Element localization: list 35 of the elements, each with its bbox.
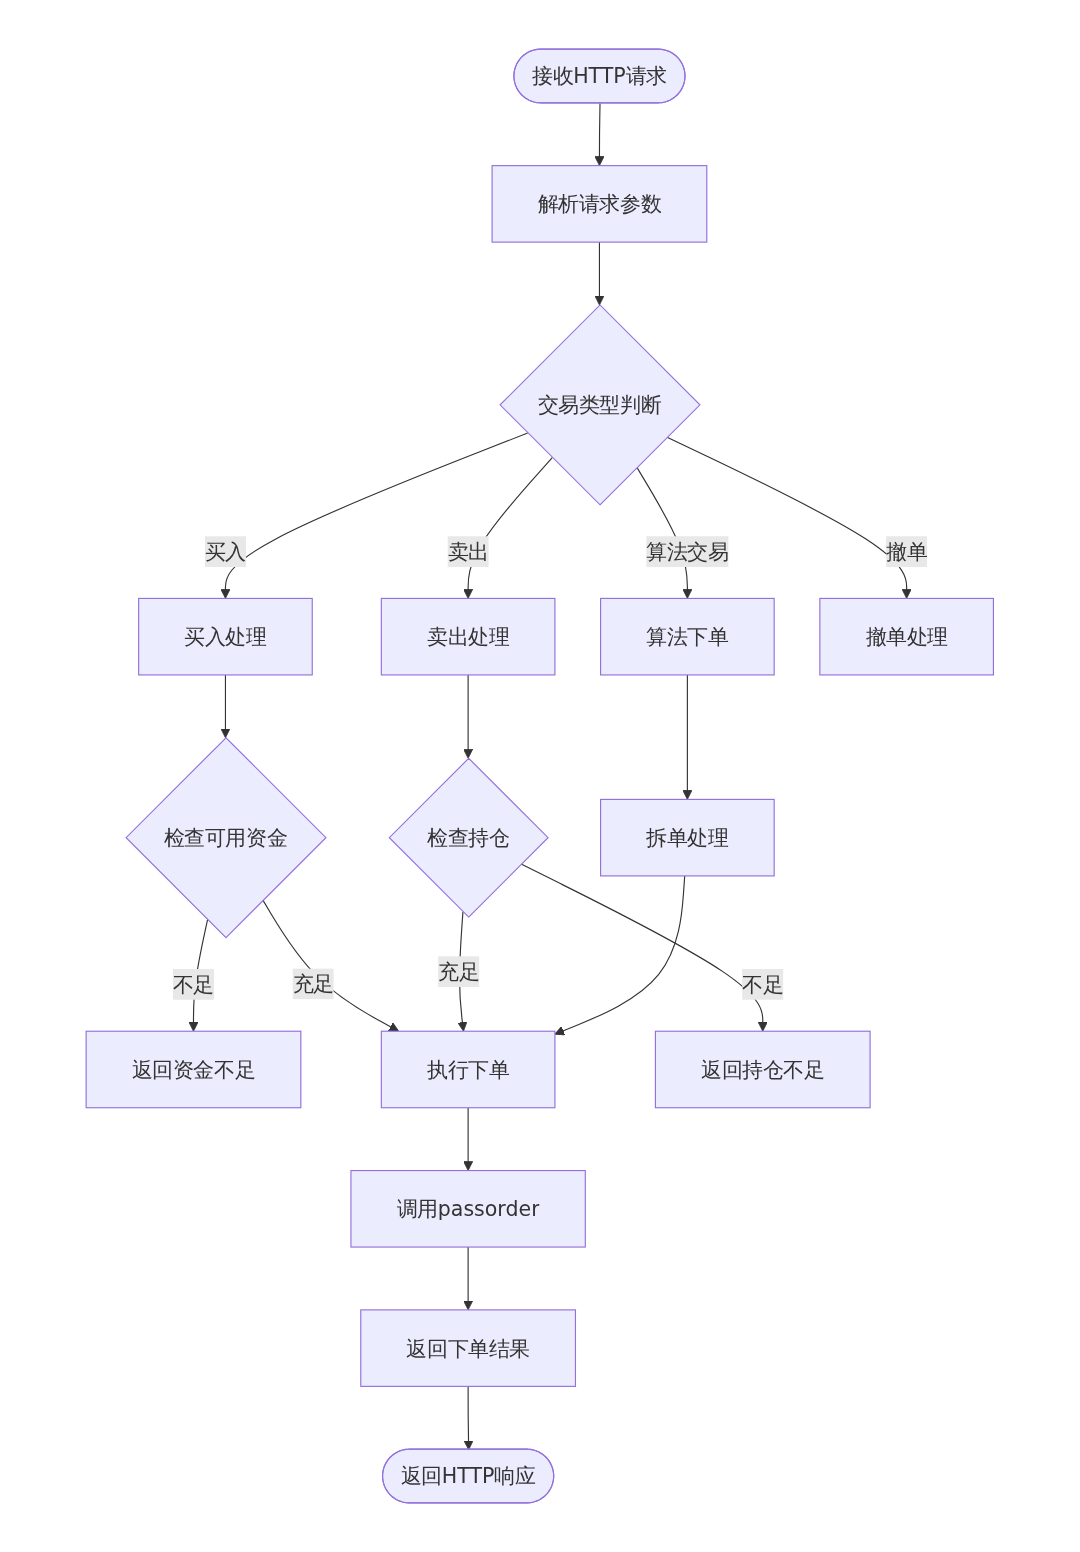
arrow bbox=[666, 436, 912, 599]
arrow bbox=[594, 102, 605, 167]
node-box: 返回下单结果 bbox=[360, 1309, 577, 1387]
edge-label: 卖出 bbox=[447, 539, 489, 564]
node-box: 买入处理 bbox=[138, 597, 314, 676]
node-box: 卖出处理 bbox=[381, 597, 556, 676]
node-box: 算法下单 bbox=[600, 597, 775, 676]
edge-label: 不足 bbox=[173, 972, 215, 997]
edge-label: 撤单 bbox=[886, 539, 928, 564]
arrow bbox=[463, 1246, 474, 1311]
node-box: 撤单处理 bbox=[819, 597, 995, 676]
node-box: 执行下单 bbox=[381, 1030, 556, 1109]
edge-label: 不足 bbox=[742, 972, 784, 997]
node-box: 拆单处理 bbox=[600, 798, 775, 877]
arrow bbox=[262, 899, 400, 1032]
edge-label: 买入 bbox=[205, 539, 247, 564]
arrow bbox=[594, 241, 605, 306]
node-box: 返回资金不足 bbox=[85, 1030, 302, 1109]
node-diamond: 检查持仓 bbox=[388, 757, 550, 918]
arrow bbox=[220, 432, 529, 599]
arrow bbox=[554, 875, 686, 1036]
node-box: 解析请求参数 bbox=[491, 165, 708, 243]
arrow bbox=[463, 1385, 474, 1451]
edge-label: 算法交易 bbox=[646, 539, 729, 564]
node-box: 调用passorder bbox=[350, 1170, 587, 1248]
arrow bbox=[220, 674, 231, 739]
arrow bbox=[463, 674, 474, 759]
edge-label: 充足 bbox=[438, 959, 480, 984]
arrow bbox=[682, 674, 693, 800]
node-diamond: 检查可用资金 bbox=[125, 736, 327, 939]
node-box: 返回持仓不足 bbox=[655, 1030, 871, 1109]
arrow bbox=[463, 1107, 474, 1171]
arrow bbox=[520, 863, 768, 1032]
edge-label: 充足 bbox=[292, 971, 334, 996]
node-diamond: 交易类型判断 bbox=[499, 304, 701, 506]
